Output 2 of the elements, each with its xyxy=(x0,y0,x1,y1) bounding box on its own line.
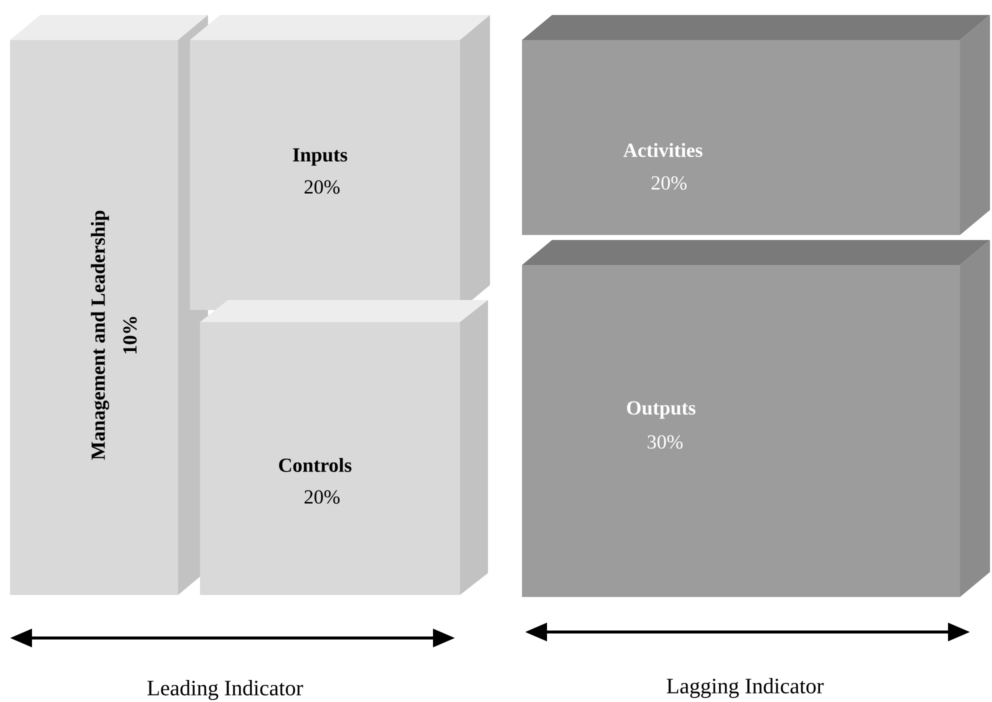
axis-label: Leading Indicator xyxy=(147,680,304,700)
axis-label: Lagging Indicator xyxy=(666,678,824,698)
